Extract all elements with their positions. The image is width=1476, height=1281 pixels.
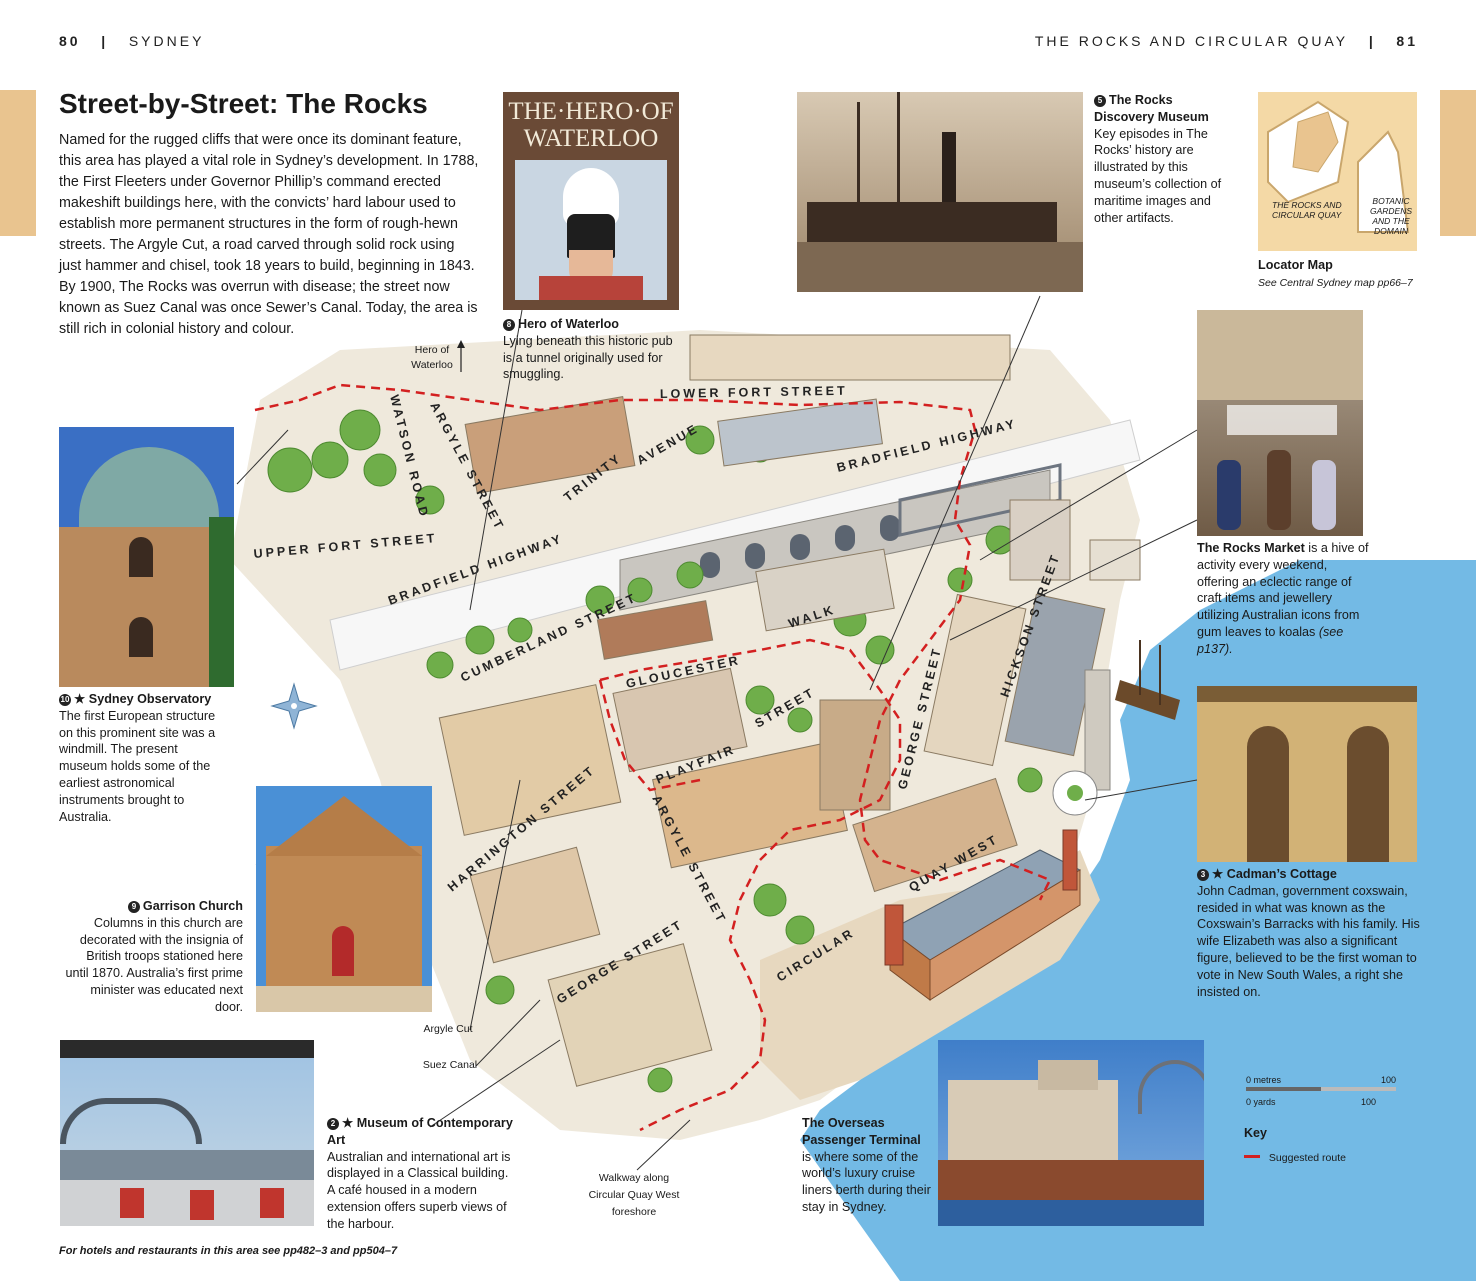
scale-yards-value: 100 — [1360, 1097, 1376, 1107]
compass-icon — [270, 682, 318, 730]
page-number-left: 80 — [59, 33, 81, 49]
locator-label-rocks: THE ROCKS AND CIRCULAR QUAY — [1272, 200, 1342, 220]
key-route: Suggested route — [1244, 1152, 1346, 1164]
cadmans-cottage-tree — [1067, 785, 1083, 801]
caption-overseas-terminal: The Overseas Passenger Terminal is where… — [802, 1116, 931, 1214]
locator-map: THE ROCKS AND CIRCULAR QUAY BOTANIC GARD… — [1258, 92, 1417, 251]
page-title: Street-by-Street: The Rocks — [59, 88, 428, 119]
buildings — [438, 334, 1141, 1087]
ships — [1084, 640, 1180, 791]
hero-arrow-head — [457, 340, 465, 348]
header-left: 80 | SYDNEY — [59, 33, 205, 49]
museum-ship-photo — [797, 92, 1083, 292]
cadmans-cottage-photo — [1197, 686, 1417, 862]
bridge-arches — [700, 515, 900, 578]
header-right: THE ROCKS AND CIRCULAR QUAY | 81 — [1034, 33, 1418, 49]
route-swatch — [1244, 1155, 1260, 1158]
section-name-left: SYDNEY — [128, 33, 205, 49]
locator-label-gardens: BOTANIC GARDENS AND THE DOMAIN — [1369, 196, 1413, 236]
page-number-right: 81 — [1396, 33, 1418, 49]
footer-note: For hotels and restaurants in this area … — [59, 1245, 398, 1257]
label-walkway: Walkway along Circular Quay West foresho… — [588, 1172, 680, 1218]
rocks-market-photo — [1197, 310, 1363, 536]
caption-rocks-market: The Rocks Market is a hive of activity e… — [1197, 541, 1369, 656]
side-tab-left — [0, 90, 36, 236]
scale-yards-label: 0 yards — [1246, 1097, 1276, 1107]
section-name-right: THE ROCKS AND CIRCULAR QUAY — [1034, 33, 1349, 49]
sydney-observatory-photo — [59, 427, 234, 687]
key-route-label: Suggested route — [1268, 1152, 1346, 1164]
sign-portrait — [515, 160, 667, 300]
label-hero-of-waterloo: Hero of Waterloo — [411, 344, 453, 371]
caption-museum-contemporary-art: 2★ Museum of Contemporary Art Australian… — [327, 1116, 513, 1231]
suggested-route-south — [599, 638, 902, 1132]
suggested-route-loop — [598, 679, 701, 792]
overseas-terminal — [884, 829, 1082, 1001]
street-lower-fort: LOWER FORT STREET — [660, 384, 848, 401]
sign-text: THE·HERO·OF WATERLOO — [508, 98, 674, 152]
label-suez-canal: Suez Canal — [422, 1059, 478, 1071]
intro-text: Named for the rugged cliffs that were on… — [59, 132, 479, 337]
caption-locator-map: Locator Map See Central Sydney map pp66–… — [1258, 258, 1413, 289]
garrison-church-photo — [256, 786, 432, 1012]
caption-sydney-observatory: 10★ Sydney Observatory The first Europea… — [59, 692, 216, 824]
hero-of-waterloo-photo: THE·HERO·OF WATERLOO — [503, 92, 679, 310]
scale-bar: 0 metres 100 0 yards 100 — [1246, 1075, 1396, 1107]
suggested-route-north — [254, 383, 1052, 901]
mca-cafe-photo — [60, 1040, 314, 1226]
overseas-terminal-photo — [938, 1040, 1204, 1226]
scale-metres-value: 100 — [1380, 1075, 1396, 1085]
key-title: Key — [1244, 1126, 1267, 1140]
side-tab-right — [1440, 90, 1476, 236]
scale-metres-label: 0 metres — [1246, 1075, 1282, 1085]
label-argyle-cut: Argyle Cut — [423, 1023, 473, 1035]
caption-cadmans-cottage: 3★ Cadman’s Cottage John Cadman, governm… — [1197, 867, 1420, 999]
